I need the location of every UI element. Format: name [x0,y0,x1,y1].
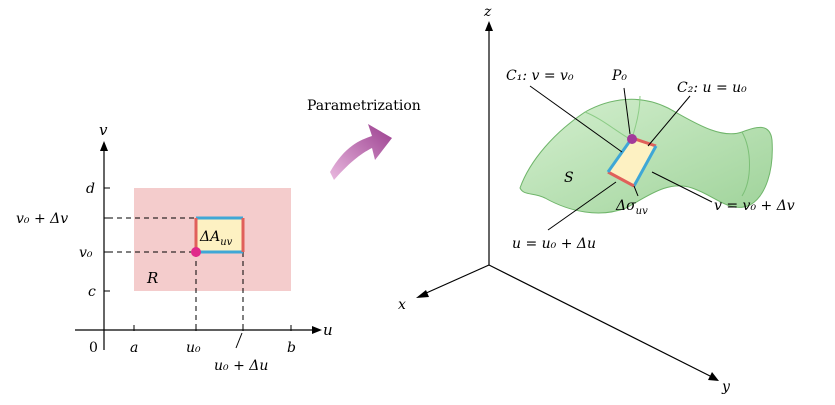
patch-edge-bottom [607,170,635,188]
surface-fold [741,131,750,197]
x-axis [423,264,490,295]
x-axis-arrowhead [416,290,429,298]
delta-sigma-label: Δσuv [615,198,648,217]
leader-c1 [529,85,623,153]
leader-u0-du [235,332,243,349]
area-element-cell [196,218,243,252]
v-axis-label: v [99,121,108,139]
point-u0-v0 [191,247,201,257]
z-axis-arrowhead [485,21,493,31]
surface-label: S [564,170,574,186]
parametrization-arrow: Parametrization [307,98,421,180]
tick-u0-label: u₀ [186,340,201,356]
u-axis-label: u [323,321,333,339]
curve-u0-du-label: u = u₀ + Δu [512,236,596,252]
tick-u0-du-label: u₀ + Δu [214,358,268,374]
tick-a-label: a [130,340,138,356]
patch-edge-left [606,137,634,173]
area-element-label: ΔAuv [199,229,233,248]
leader-u0-du [547,181,617,231]
origin-label: 0 [89,340,98,356]
tick-d-label: d [86,181,95,197]
curve-c2-label: C₂: u = u₀ [677,80,747,96]
y-axis-label: y [721,379,731,395]
u-axis-arrowhead [312,326,322,334]
y-axis [488,264,713,378]
region-label: R [146,269,158,287]
delta-sigma-subscript: uv [636,206,648,217]
z-axis-label: z [483,4,492,20]
delta-sigma-symbol: Δσ [615,198,636,214]
surface-area-element [608,138,656,186]
leader-p0 [623,87,631,135]
leader-v0-dv [651,171,713,203]
tick-b-label: b [287,340,296,356]
tick-c-label: c [88,284,96,300]
v-axis-arrowhead [100,141,108,151]
uv-plane-diagram: v u 0 a u₀ b u₀ + Δu d v₀ + Δv v₀ c R ΔA… [16,121,333,374]
curved-arrow [330,124,392,180]
leader-delta-sigma [633,185,639,197]
point-p0-label: P₀ [611,68,627,84]
curve-v0-dv-label: v = v₀ + Δv [714,198,795,214]
patch-edge-right [632,145,658,187]
leader-c2 [647,95,691,147]
point-p0 [627,134,637,144]
area-element-subscript: uv [220,237,232,248]
area-element-symbol: ΔA [199,229,220,245]
x-axis-label: x [398,297,406,313]
surface-curve-c1 [584,111,629,139]
curve-c1-label: C₁: v = v₀ [506,68,574,84]
parametrization-label: Parametrization [307,98,421,114]
tick-v0-dv-label: v₀ + Δv [16,211,68,227]
xyz-surface-diagram: z x y C₁: v = v₀ P₀ C₂: u = u₀ S Δσuv v … [398,4,795,395]
y-axis-arrowhead [708,372,719,381]
tick-v0-label: v₀ [79,245,93,261]
